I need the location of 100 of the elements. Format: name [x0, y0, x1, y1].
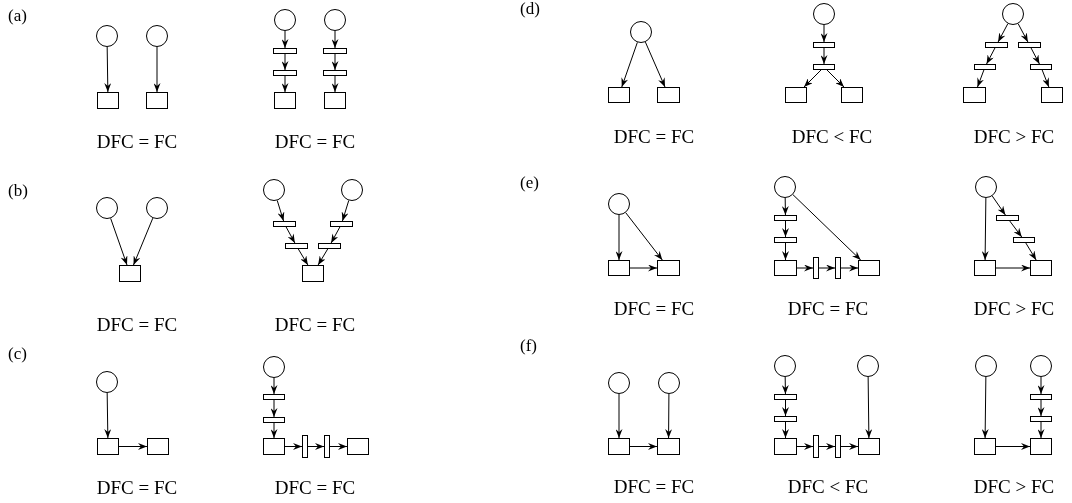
circle-node [274, 9, 296, 31]
bar-node [1013, 237, 1035, 243]
arrow [782, 399, 789, 417]
bar-node [813, 42, 835, 48]
arrow [331, 53, 339, 71]
bar-node [1030, 64, 1052, 70]
arrow [826, 69, 845, 88]
arrow [276, 200, 285, 222]
bar-node [285, 243, 308, 249]
arrow [330, 226, 341, 244]
arrow [792, 194, 862, 261]
arrow [865, 376, 873, 439]
caption: DFC = FC [274, 131, 356, 151]
arrow [621, 41, 638, 88]
arrow [284, 443, 303, 450]
arrow [977, 69, 985, 88]
arrow [629, 264, 658, 272]
caption: DFC = FC [613, 126, 695, 146]
bar-node [330, 221, 353, 227]
caption: DFC = FC [96, 477, 178, 497]
arrow [1017, 23, 1029, 43]
caption: DFC < FC [791, 126, 873, 146]
rectangle-node [841, 87, 863, 103]
bar-node [318, 243, 341, 249]
bar-node [323, 70, 347, 76]
arrow [991, 195, 1006, 216]
circle-node [324, 9, 346, 31]
arrow [818, 264, 836, 272]
circle-node [608, 193, 630, 215]
arrow [981, 376, 989, 439]
circle-node [658, 372, 680, 394]
bar-node [323, 48, 347, 54]
circle-node [263, 356, 285, 378]
panel-label: (b) [8, 182, 28, 199]
arrow [331, 75, 339, 93]
circle-node [1030, 355, 1052, 377]
arrow [118, 443, 148, 450]
rectangle-node [657, 87, 680, 103]
rectangle-node [97, 92, 119, 109]
arrow [629, 443, 658, 450]
rectangle-node [274, 92, 296, 109]
arrow [297, 248, 309, 266]
arrow [782, 242, 789, 261]
caption: DFC = FC [274, 314, 356, 334]
bar-node [1018, 42, 1041, 48]
arrow [1037, 421, 1045, 439]
arrow [995, 443, 1031, 450]
arrow [615, 214, 623, 261]
arrow [270, 399, 278, 418]
arrow [104, 46, 112, 93]
rectangle-node [774, 438, 797, 455]
bar-node [263, 417, 285, 423]
rectangle-node [657, 438, 680, 455]
rectangle-node [608, 438, 630, 455]
rectangle-node [858, 260, 880, 276]
caption: DFC = FC [96, 314, 178, 334]
bar-node [302, 435, 308, 458]
arrow [782, 421, 789, 439]
arrow [285, 226, 296, 244]
bar-node [813, 435, 819, 458]
circle-node [146, 25, 168, 47]
bar-node [273, 221, 296, 227]
arrow [104, 392, 112, 439]
rectangle-node [97, 438, 119, 455]
rectangle-node [963, 87, 986, 103]
rectangle-node [324, 92, 346, 109]
bar-node [273, 48, 297, 54]
circle-node [341, 179, 363, 201]
rectangle-node [1030, 438, 1052, 455]
arrow [782, 220, 789, 238]
bar-node [1030, 416, 1052, 422]
arrow [1025, 242, 1037, 261]
arrow [820, 24, 828, 43]
arrow [997, 23, 1009, 43]
arrow [329, 443, 348, 450]
arrow [317, 248, 329, 266]
rectangle-node [302, 265, 324, 282]
arrow [1009, 220, 1023, 238]
rectangle-node [147, 438, 169, 455]
panel-label: (c) [8, 345, 27, 362]
arrow [796, 443, 814, 450]
rectangle-node [347, 438, 369, 455]
bar-node [813, 64, 835, 70]
bar-node [273, 70, 297, 76]
circle-node [975, 355, 997, 377]
caption: DFC = FC [613, 476, 695, 496]
arrow [615, 393, 623, 439]
caption: DFC = FC [96, 131, 178, 151]
arrow [153, 46, 161, 93]
caption: DFC = FC [274, 477, 356, 497]
bar-node [835, 435, 841, 458]
arrow [1041, 69, 1050, 88]
bar-node [324, 435, 330, 458]
rectangle-node [858, 438, 880, 455]
arrow [840, 443, 859, 450]
caption: DFC = FC [787, 298, 869, 318]
arrow [331, 30, 339, 49]
bar-node [774, 237, 797, 243]
arrow [281, 75, 289, 93]
arrow [307, 443, 325, 450]
